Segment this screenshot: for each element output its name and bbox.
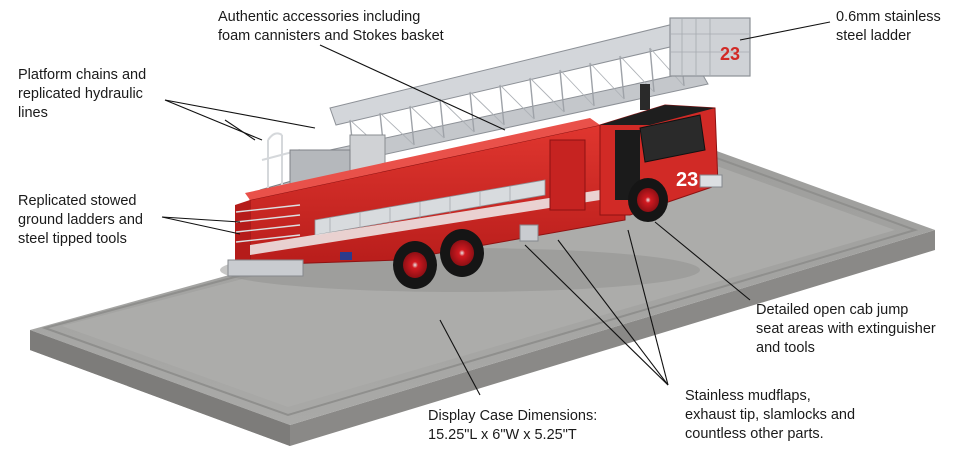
aerial-ladder: 23 (329, 17, 751, 166)
callout-platform-chains: Platform chains and replicated hydraulic… (18, 67, 147, 121)
callout-leader-lines (161, 21, 831, 396)
leader-mudflaps-3 (627, 229, 669, 386)
rack-lines (329, 186, 511, 233)
flag-decal (340, 252, 352, 260)
side-compartment-door (549, 139, 586, 211)
leader-mudflaps-2 (557, 239, 669, 386)
callout-stowed-ladders: Replicated stowed ground ladders and ste… (18, 193, 143, 247)
leader-cab (654, 221, 751, 301)
cab-window (639, 114, 706, 163)
ladder-tip-number: 23 (720, 44, 740, 64)
truck-body-top (245, 118, 600, 200)
body-lower-stripe (250, 190, 600, 255)
callout-display-case: Display Case Dimensions: 15.25"L x 6"W x… (428, 408, 598, 443)
rear-tools (235, 204, 301, 243)
ladder-stowage-rack (314, 179, 546, 236)
rear-diamond-plate (227, 259, 304, 277)
leader-ladder (739, 21, 831, 41)
ladder-support-post (640, 84, 650, 110)
fire-truck-model: 23 (220, 104, 723, 292)
ladder-truss (349, 47, 685, 152)
leader-display (439, 319, 481, 396)
leader-platform-1 (164, 99, 263, 141)
leader-platform-2 (164, 99, 316, 129)
display-base-front-face (30, 330, 290, 446)
wheel-front (628, 178, 668, 222)
leader-platform-3 (224, 119, 256, 141)
platform-railings (261, 132, 301, 190)
leader-stowed-2 (161, 216, 241, 235)
mudflap (519, 224, 539, 242)
wheel-rear-1 (393, 241, 437, 289)
ladder-rungs (349, 39, 685, 159)
callout-accessories: Authentic accessories including foam can… (218, 9, 444, 44)
ladder-tip-grid (670, 18, 750, 76)
cab-bumper (699, 174, 723, 188)
truck-rear-face (235, 200, 250, 272)
wheel-rear-2 (440, 229, 484, 277)
leader-mudflaps-1 (524, 244, 669, 386)
cab-roof (600, 105, 715, 125)
leader-accessories (319, 44, 506, 131)
callout-ladder: 0.6mm stainless steel ladder (836, 9, 941, 44)
callout-cab-jump-seat: Detailed open cab jump seat areas with e… (756, 302, 936, 356)
leader-stowed-1 (161, 216, 241, 223)
cab-number: 23 (676, 169, 698, 191)
callout-mudflaps: Stainless mudflaps, exhaust tip, slamloc… (685, 388, 856, 442)
